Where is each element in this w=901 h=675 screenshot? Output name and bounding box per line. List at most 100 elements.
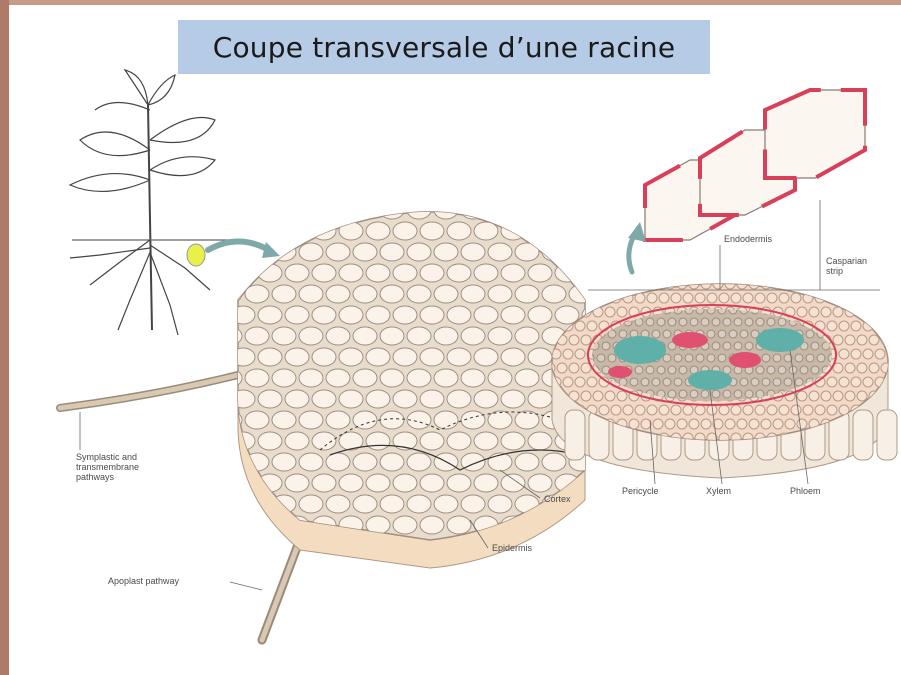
cortex-cell (299, 495, 323, 513)
disc-cell (623, 293, 633, 303)
cortex-cell (285, 222, 309, 240)
cortex-cell (461, 369, 485, 387)
disc-cell (587, 377, 597, 387)
disc-cell (833, 391, 843, 401)
disc-cell (821, 391, 831, 401)
disc-cell (653, 279, 663, 289)
disc-cell (767, 293, 777, 303)
disc-cell (563, 377, 573, 387)
stele-cell (784, 378, 792, 386)
disc-cell (857, 391, 867, 401)
plant-leaf (80, 132, 150, 156)
cortex-cell (447, 516, 471, 534)
cortex-cell (542, 285, 566, 303)
cortex-cell (380, 453, 404, 471)
cortex-cell (447, 474, 471, 492)
disc-cell (581, 279, 591, 289)
disc-cell (641, 419, 651, 429)
plant-leaf (148, 75, 175, 105)
cortex-cell (366, 474, 390, 492)
cortex-cell (218, 201, 242, 219)
cortex-cell (393, 306, 417, 324)
cortex-cell (285, 306, 309, 324)
disc-cell (671, 405, 681, 415)
disc-cell (761, 419, 771, 429)
disc-cell (683, 405, 693, 415)
disc-cell (731, 405, 741, 415)
disc-cell (845, 363, 855, 373)
cortex-cell (447, 432, 471, 450)
disc-cell (635, 293, 645, 303)
stele-cell (723, 318, 731, 326)
phloem-bundle (729, 352, 761, 368)
cortex-cell (434, 495, 458, 513)
disc-cell (863, 293, 873, 303)
stele-cell (652, 330, 660, 338)
cortex-cell (272, 285, 296, 303)
disc-cell (731, 293, 741, 303)
disc-cell (755, 405, 765, 415)
cortex-cell (218, 285, 242, 303)
phloem-bundle (608, 366, 632, 378)
stele-cell (767, 318, 775, 326)
disc-cell (599, 405, 609, 415)
cortex-cell (353, 369, 377, 387)
cortex-cell (326, 201, 350, 219)
cortex-cell (420, 264, 444, 282)
xylem-bundle (688, 370, 732, 390)
stele-cell (701, 318, 709, 326)
cortex-cell (299, 201, 323, 219)
disc-cell (587, 293, 597, 303)
highlight-region (187, 244, 205, 266)
disc-cell (851, 321, 861, 331)
disc-cell (839, 349, 849, 359)
stele-cell (811, 366, 819, 374)
stele-cell (646, 318, 654, 326)
cortex-cell (542, 453, 566, 471)
stele-cell (630, 378, 638, 386)
stele-cell (712, 318, 720, 326)
disc-cell (827, 293, 837, 303)
disc-cell (809, 391, 819, 401)
stele-cell (811, 342, 819, 350)
disc-cell (677, 279, 687, 289)
stele-cell (762, 354, 770, 362)
disc-cell (875, 293, 885, 303)
disc-cell (605, 279, 615, 289)
cortex-cell (474, 390, 498, 408)
disc-cell (743, 405, 753, 415)
stele-cell (723, 390, 731, 398)
cortex-cell (258, 222, 282, 240)
disc-cell (749, 419, 759, 429)
cortex-cell (461, 243, 485, 261)
disc-cell (809, 307, 819, 317)
cortex-cell (326, 285, 350, 303)
cortex-cell (380, 369, 404, 387)
cortex-cell (285, 264, 309, 282)
disc-cell (557, 363, 567, 373)
zoom-arrow-head (262, 242, 280, 258)
label-epidermis: Epidermis (492, 543, 532, 553)
disc-cell (575, 349, 585, 359)
stele-cell (806, 330, 814, 338)
stele-cell (663, 378, 671, 386)
disc-cell (719, 405, 729, 415)
stele-cell (690, 318, 698, 326)
label-phloem: Phloem (790, 486, 821, 496)
stele-cell (723, 342, 731, 350)
cortex-cell (488, 369, 512, 387)
disc-cell (665, 419, 675, 429)
cortex-cell (312, 390, 336, 408)
cortex-cell (299, 369, 323, 387)
cortex-cell (515, 201, 539, 219)
disc-cell (881, 307, 891, 317)
stele-cell (668, 390, 676, 398)
cortex-cell (447, 222, 471, 240)
cortex-cell (488, 495, 512, 513)
cortex-cell (285, 390, 309, 408)
cortex-cell (245, 201, 269, 219)
stele-cell (657, 366, 665, 374)
cortex-cell (366, 348, 390, 366)
disc-cell (761, 279, 771, 289)
